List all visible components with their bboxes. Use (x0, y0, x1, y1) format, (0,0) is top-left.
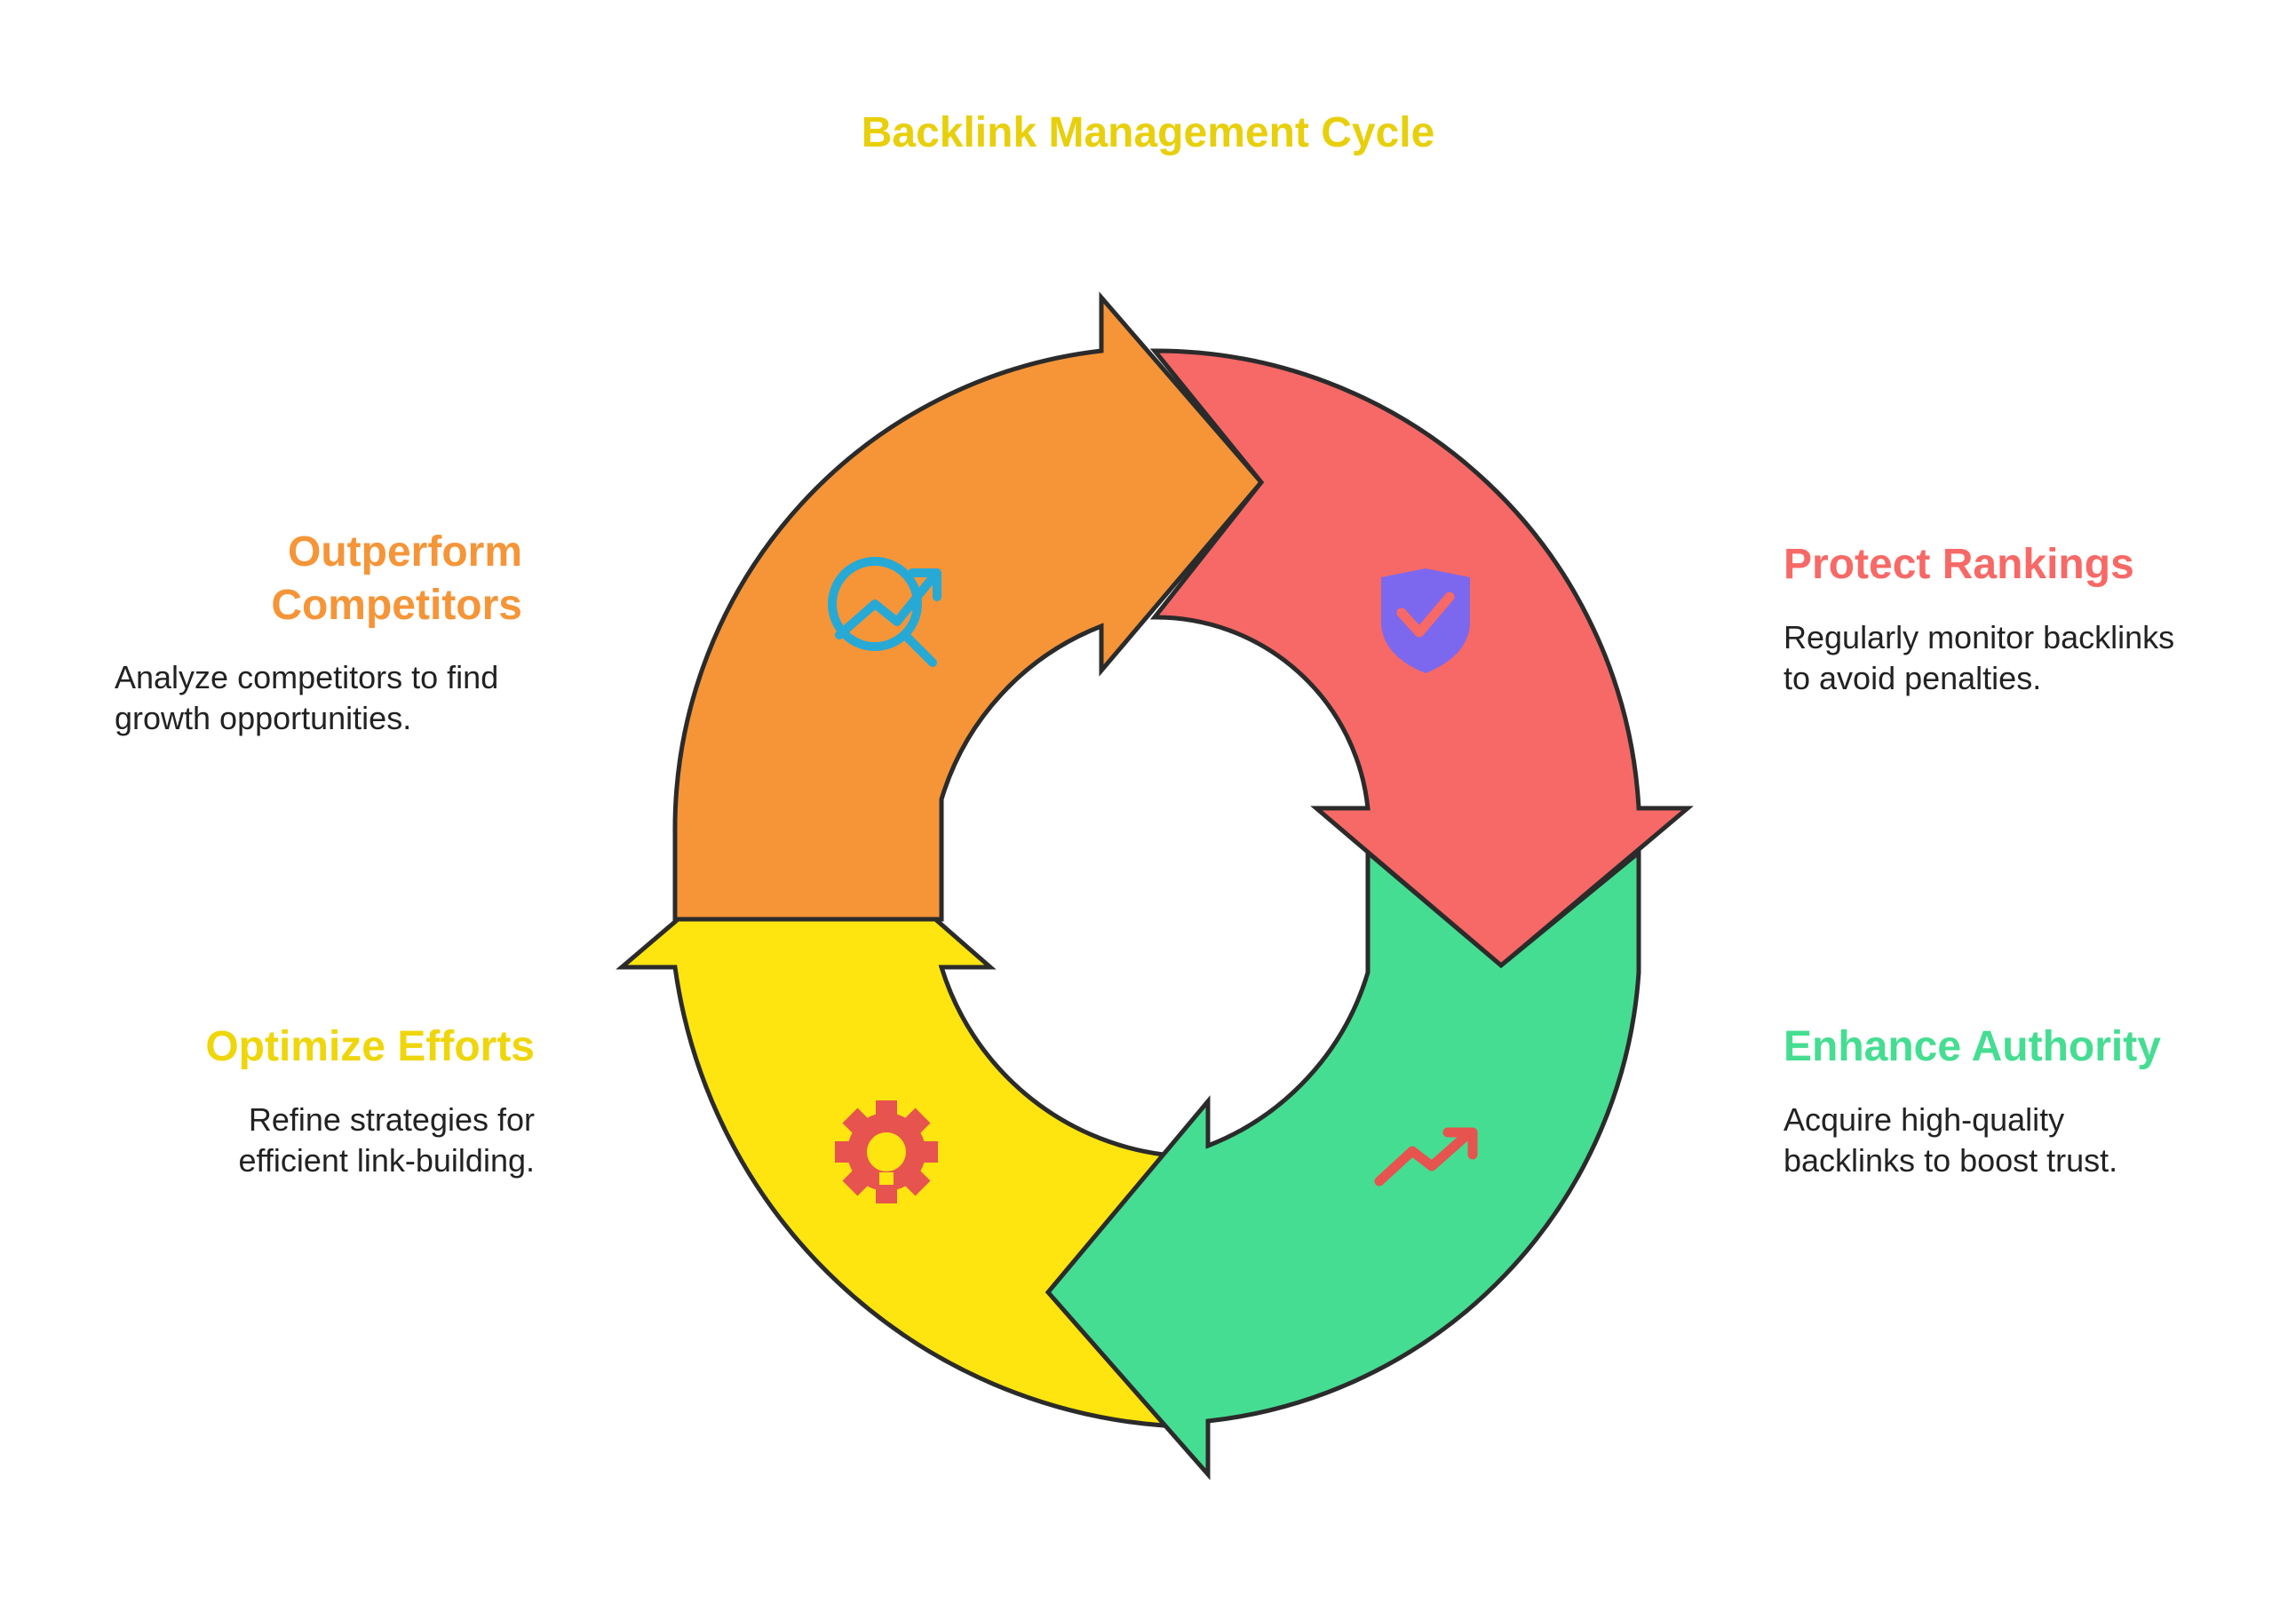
step-description-enhance: Acquire high-quality backlinks to boost … (1784, 1100, 2281, 1181)
description-line: growth opportunities. (115, 700, 412, 736)
description-line: Regularly monitor backlinks (1784, 619, 2175, 655)
arrow-enhance (1045, 847, 1641, 1481)
heading-line: Outperform (288, 528, 522, 576)
step-heading-enhance: Enhance Authority (1784, 1023, 2161, 1070)
description-line: Refine strategies for (248, 1101, 535, 1138)
description-line: efficient link-building. (238, 1142, 535, 1179)
description-line: to avoid penalties. (1784, 660, 2042, 696)
diagram-title: Backlink Management Cycle (861, 109, 1435, 156)
step-heading-protect: Protect Rankings (1784, 541, 2134, 588)
step-description-optimize: Refine strategies for efficient link-bui… (37, 1100, 535, 1181)
gear-bulb-icon (835, 1100, 938, 1203)
shield-check-icon (1381, 568, 1470, 673)
step-heading-optimize: Optimize Efforts (205, 1023, 535, 1070)
search-growth-icon (828, 557, 941, 667)
heading-line: Competitors (271, 582, 522, 629)
description-line: Analyze competitors to find (115, 659, 499, 695)
description-line: backlinks to boost trust. (1784, 1142, 2118, 1179)
step-heading-outperform: Outperform Competitors (78, 526, 522, 632)
step-description-outperform: Analyze competitors to find growth oppor… (115, 657, 612, 739)
trend-up-icon (1374, 1127, 1478, 1187)
step-description-protect: Regularly monitor backlinks to avoid pen… (1784, 617, 2281, 699)
description-line: Acquire high-quality (1784, 1101, 2065, 1138)
arrow-outperform (672, 291, 1265, 922)
